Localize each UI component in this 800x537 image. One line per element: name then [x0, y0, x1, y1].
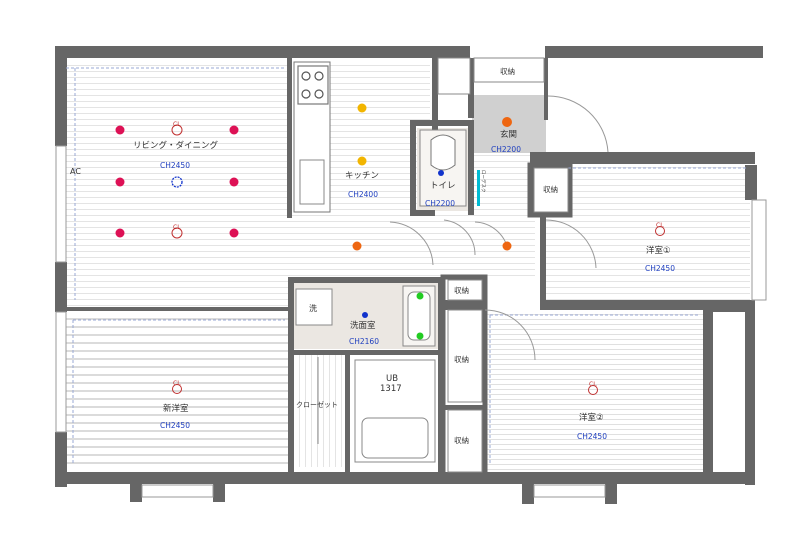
downlight-yellow [357, 156, 367, 166]
toilet-rail-accent [477, 170, 480, 206]
storage-label: 収納 [500, 66, 515, 76]
labels: CL CL リビング・ダイニング CH2450 AC キッチン CH2400 ト… [70, 66, 675, 445]
light-green [416, 332, 424, 340]
toilet-ceiling: CH2200 [425, 199, 455, 208]
closet-floor [293, 355, 345, 467]
western2-floor [485, 310, 703, 475]
western1-name: 洋室① [646, 245, 671, 256]
cl-label: CL [656, 222, 664, 229]
cl-outlet-icon [171, 124, 183, 136]
downlight-red [229, 125, 239, 135]
stove-icon [297, 65, 329, 105]
hall-floor [390, 215, 535, 277]
light-green [416, 292, 424, 300]
new-western-ceiling: CH2450 [160, 421, 190, 430]
cl-label: CL [173, 121, 181, 128]
western1-ceiling: CH2450 [645, 264, 675, 273]
downlight-blue [438, 170, 444, 176]
downlight-red [229, 177, 239, 187]
lights [115, 103, 665, 395]
ceiling-fan-icon [171, 176, 183, 188]
kitchen-name: キッチン [345, 171, 379, 181]
storage-label: 収納 [543, 184, 558, 194]
western1-floor [545, 165, 750, 300]
western2-name: 洋室② [579, 412, 604, 423]
storage-label: 収納 [454, 435, 469, 445]
bath-name: UB [386, 374, 398, 384]
cl-label: CL [589, 381, 597, 388]
downlight-red [115, 177, 125, 187]
washroom-ceiling: CH2160 [349, 337, 379, 346]
downlight-blue [362, 312, 368, 318]
toilet-name: トイレ [430, 181, 456, 191]
ac-label: AC [70, 167, 81, 176]
closet-name: クローゼット [296, 400, 338, 409]
walls [55, 46, 763, 504]
cl-label: CL [173, 380, 181, 387]
entrance-name: 玄関 [500, 129, 517, 140]
storage-label: 収納 [454, 285, 469, 295]
storage-label: 収納 [454, 354, 469, 364]
downlight-orange [502, 117, 512, 127]
cl-label: CL [173, 224, 181, 231]
downlight-red [115, 228, 125, 238]
western2-ceiling: CH2450 [577, 432, 607, 441]
new-western-floor [66, 312, 288, 470]
washroom-name: 洗面室 [350, 320, 376, 331]
downlight-orange [502, 241, 512, 251]
cl-outlet-icon [588, 385, 598, 395]
downlight-red [115, 125, 125, 135]
cl-outlet-icon [172, 384, 182, 394]
living-room-ceiling: CH2450 [160, 161, 190, 170]
washer-label: 洗 [309, 303, 317, 313]
downlight-yellow [357, 103, 367, 113]
entrance-ceiling: CH2200 [491, 145, 521, 154]
inner-lines [55, 57, 767, 498]
kitchen-ceiling: CH2400 [348, 190, 378, 199]
new-western-name: 新洋室 [163, 403, 189, 414]
downlight-orange [352, 241, 362, 251]
living-room-name: リビング・ダイニング [133, 140, 219, 151]
downlight-red [229, 228, 239, 238]
bath-size: 1317 [380, 384, 402, 394]
toilet-rail-label: ローデスク [480, 170, 487, 193]
cl-outlet-icon [655, 226, 665, 236]
cl-outlet-icon [171, 227, 183, 239]
